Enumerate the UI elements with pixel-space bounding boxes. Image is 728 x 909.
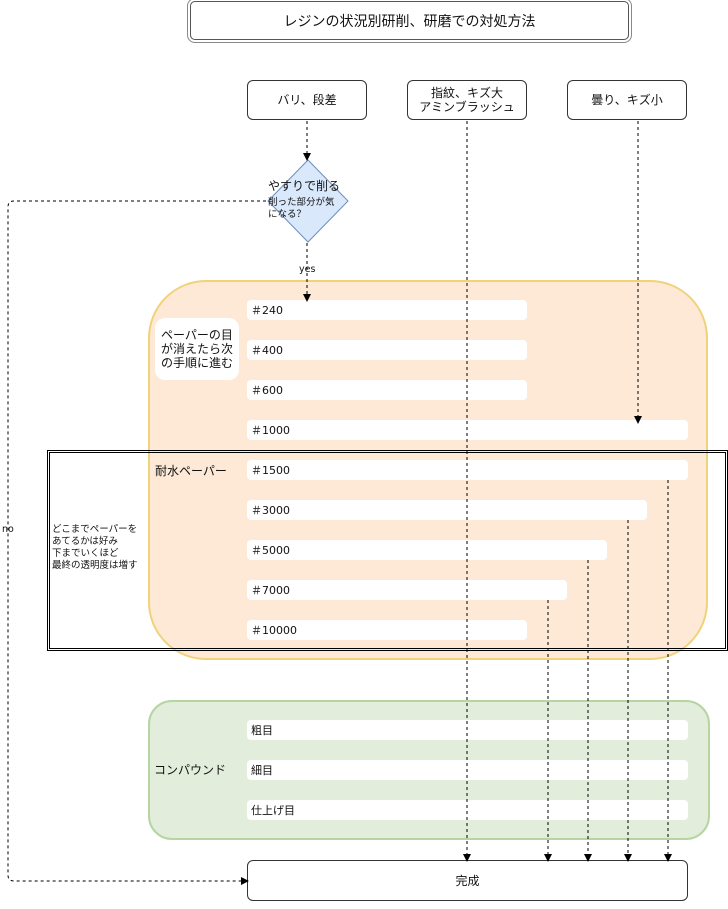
water-paper-frame [47,450,728,651]
grit-240: ＃240 [247,300,527,320]
depth-note: どこまでペーパーを あてるかは好み 下までいくほど 最終の透明度は増す [52,524,138,571]
decision-main-text: やすりで削る [268,179,341,193]
grit-10000: ＃10000 [247,620,527,640]
input-cloudy: 曇り、キズ小 [567,80,687,120]
input-burr-step: バリ、段差 [247,80,367,120]
grit-400: ＃400 [247,340,527,360]
compound-finishing: 仕上げ目 [247,800,688,820]
water-paper-label: 耐水ペーパー [155,464,227,478]
finish-node-label: 完成 [455,874,480,888]
grit-5000: ＃5000 [247,540,607,560]
compound-label: コンパウンド [154,763,227,777]
input-fingerprint-label: 指紋、キズ大 アミンブラッシュ [419,86,515,114]
diagram-title-text: レジンの状況別研削、研磨での対処方法 [283,13,536,30]
input-fingerprint: 指紋、キズ大 アミンブラッシュ [407,80,527,120]
input-burr-step-label: バリ、段差 [277,93,337,107]
arrow-no-to-finish [7,200,266,885]
input-cloudy-label: 曇り、キズ小 [591,93,663,107]
diagram-title: レジンの状況別研削、研磨での対処方法 [190,1,629,40]
grit-7000: ＃7000 [247,580,567,600]
grit-3000: ＃3000 [247,500,647,520]
decision-diamond [267,159,349,243]
decision-sub-text: 削った部分が気 になる？ [268,197,335,220]
grit-600: ＃600 [247,380,527,400]
paper-step-note: ペーパーの目 が消えたら次 の手順に進む [155,318,239,380]
